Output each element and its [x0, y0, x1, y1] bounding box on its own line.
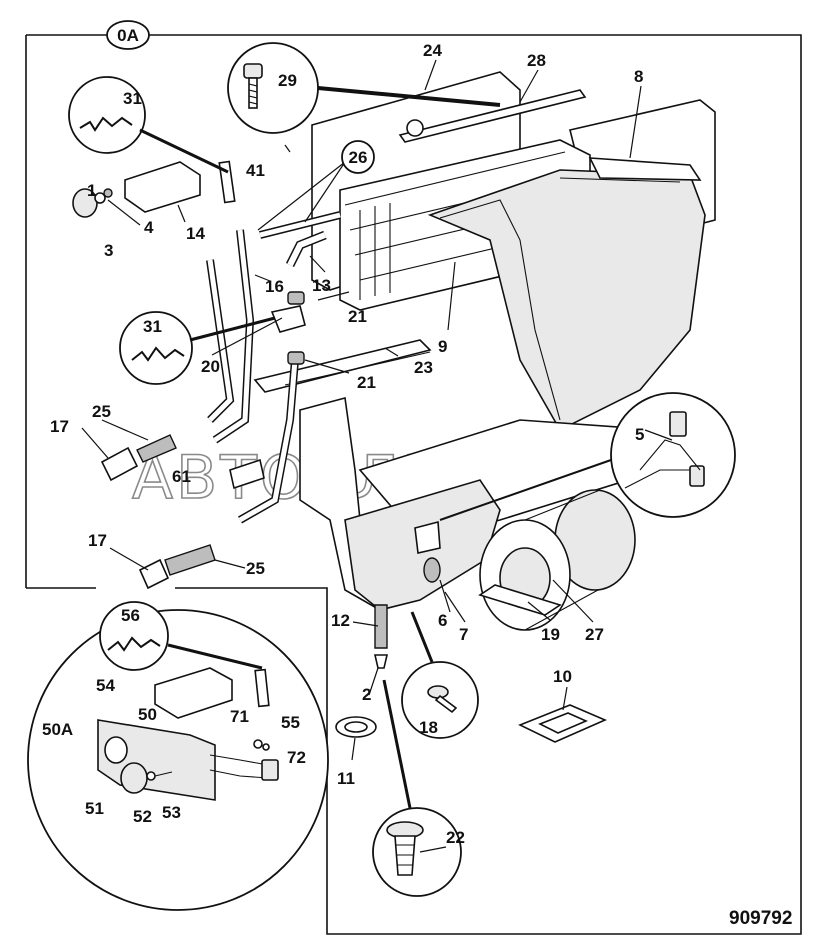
svg-text:26: 26 [349, 148, 368, 167]
callout-50a: 50A [42, 720, 73, 739]
callout-19: 19 [541, 625, 560, 644]
detail-bubble-22 [372, 807, 462, 897]
callout-2: 2 [362, 685, 371, 704]
callout-6: 6 [438, 611, 447, 630]
callout-27: 27 [585, 625, 604, 644]
callout-20: 20 [201, 357, 220, 376]
heater-hoses [206, 211, 341, 524]
reference-number: 909792 [729, 908, 792, 929]
leader-18 [410, 611, 434, 663]
callout-28: 28 [527, 51, 546, 70]
leader-lines [81, 59, 673, 853]
detail-bubble-18 [401, 661, 479, 739]
callout-14: 14 [186, 224, 205, 243]
drain-hose-12 [374, 604, 388, 649]
callout-61: 61 [172, 467, 191, 486]
callout-8: 8 [634, 67, 643, 86]
callout-23: 23 [414, 358, 433, 377]
svg-text:0A: 0A [117, 26, 139, 45]
callout-31-mid: 31 [143, 317, 162, 336]
callout-50: 50 [138, 705, 157, 724]
connector-plug [414, 520, 441, 554]
callout-31-top: 31 [123, 89, 142, 108]
callout-51: 51 [85, 799, 104, 818]
callout-17-lower: 17 [88, 531, 107, 550]
callout-5: 5 [635, 425, 644, 444]
hose-clip-21-upper [287, 291, 305, 305]
detail-bubble-31-mid [119, 311, 193, 385]
plate-strip [218, 160, 236, 204]
callout-41: 41 [246, 161, 265, 180]
callout-56: 56 [121, 606, 140, 625]
callout-25-lower: 25 [246, 559, 265, 578]
callout-26: 26 [341, 140, 375, 174]
callout-55: 55 [281, 713, 300, 732]
heater-housing [253, 71, 716, 612]
blower-base-19 [478, 584, 562, 616]
connector-61 [229, 458, 265, 490]
callout-22: 22 [446, 828, 465, 847]
detail-bubble-31-top [68, 76, 146, 154]
valve-20 [270, 305, 306, 333]
callout-18: 18 [419, 718, 438, 737]
detail-bubble-5 [610, 392, 736, 518]
knob-3 [72, 188, 98, 218]
callout-4: 4 [144, 218, 154, 237]
callout-21-upper: 21 [348, 307, 367, 326]
sensor-17-lower [138, 544, 216, 590]
callout-11: 11 [337, 769, 355, 788]
callout-17-upper: 17 [50, 417, 69, 436]
leader-31-top [139, 128, 229, 174]
callout-9: 9 [438, 337, 447, 356]
callout-21-lower: 21 [357, 373, 376, 392]
callout-12: 12 [331, 611, 350, 630]
hose-clip-21-lower [287, 351, 305, 365]
callout-29: 29 [278, 71, 297, 90]
callout-10: 10 [553, 667, 572, 686]
leader-29 [317, 86, 501, 107]
callout-labels: 31 29 24 28 8 26 41 1 4 14 3 13 16 21 31… [42, 41, 644, 847]
detail-bubble-control-panel [27, 601, 329, 911]
callout-71: 71 [230, 707, 249, 726]
group-label-0a: 0A [106, 20, 150, 50]
callout-72: 72 [287, 748, 306, 767]
sensor-17-upper [100, 434, 177, 482]
callout-54: 54 [96, 676, 115, 695]
callout-3: 3 [104, 241, 113, 260]
detail-bubble-29 [227, 42, 319, 134]
callout-13: 13 [312, 276, 331, 295]
callout-24: 24 [423, 41, 442, 60]
leader-5 [439, 459, 612, 521]
washer-1 [94, 192, 106, 204]
actuator-6 [423, 557, 441, 583]
leader-22 [382, 679, 412, 809]
callout-52: 52 [133, 807, 152, 826]
assembly-frame [26, 34, 802, 935]
callout-16: 16 [265, 277, 284, 296]
bracket-14 [124, 161, 201, 213]
callout-1: 1 [87, 181, 96, 200]
leader-31-mid [189, 316, 276, 342]
nut-4 [103, 188, 113, 198]
drain-nozzle-2 [373, 654, 389, 669]
callout-7: 7 [459, 625, 468, 644]
callout-25-upper: 25 [92, 402, 111, 421]
callout-53: 53 [162, 803, 181, 822]
